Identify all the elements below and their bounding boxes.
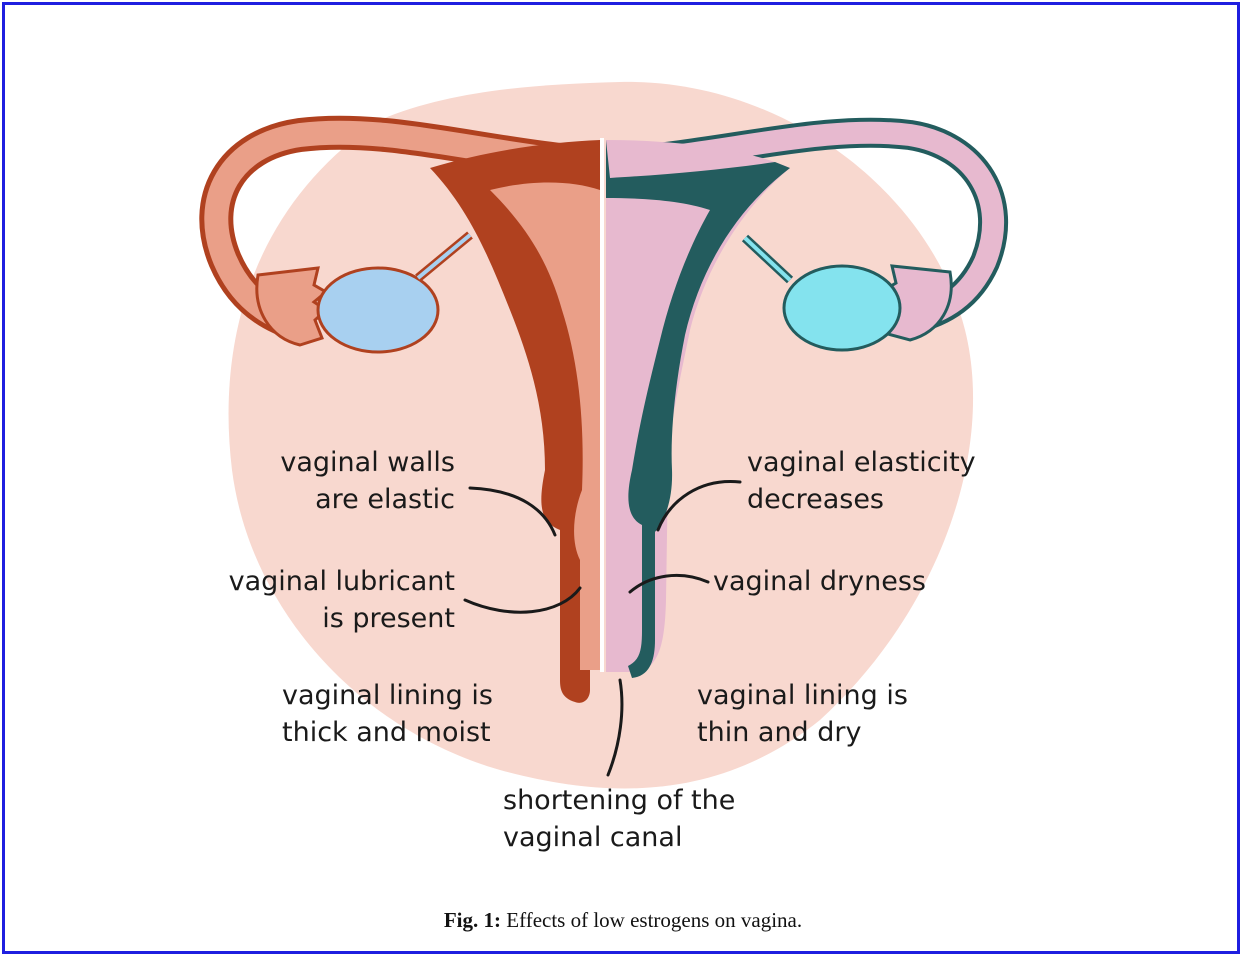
label-line: vaginal lining is: [282, 677, 493, 714]
label-lubricant: vaginal lubricant is present: [200, 563, 455, 637]
figure-caption: Fig. 1: Effects of low estrogens on vagi…: [0, 908, 1246, 933]
label-line: vaginal lubricant: [200, 563, 455, 600]
right-ovary: [784, 266, 900, 350]
label-line: vaginal elasticity: [747, 444, 976, 481]
label-line: shortening of the: [503, 782, 735, 819]
caption-label: Fig. 1:: [444, 908, 501, 932]
label-line: vaginal walls: [230, 444, 455, 481]
label-line: are elastic: [230, 481, 455, 518]
label-walls-elastic: vaginal walls are elastic: [230, 444, 455, 518]
label-line: vaginal lining is: [697, 677, 908, 714]
label-line: is present: [200, 600, 455, 637]
label-line: vaginal canal: [503, 819, 735, 856]
label-line: decreases: [747, 481, 976, 518]
label-lining-thin: vaginal lining is thin and dry: [697, 677, 908, 751]
label-shortening: shortening of the vaginal canal: [503, 782, 735, 856]
left-ovary: [318, 268, 438, 352]
label-line: thin and dry: [697, 714, 908, 751]
label-elasticity: vaginal elasticity decreases: [747, 444, 976, 518]
label-line: vaginal dryness: [713, 563, 926, 600]
label-line: thick and moist: [282, 714, 493, 751]
label-lining-thick: vaginal lining is thick and moist: [282, 677, 493, 751]
caption-text: Effects of low estrogens on vagina.: [506, 908, 802, 932]
label-dryness: vaginal dryness: [713, 563, 926, 600]
